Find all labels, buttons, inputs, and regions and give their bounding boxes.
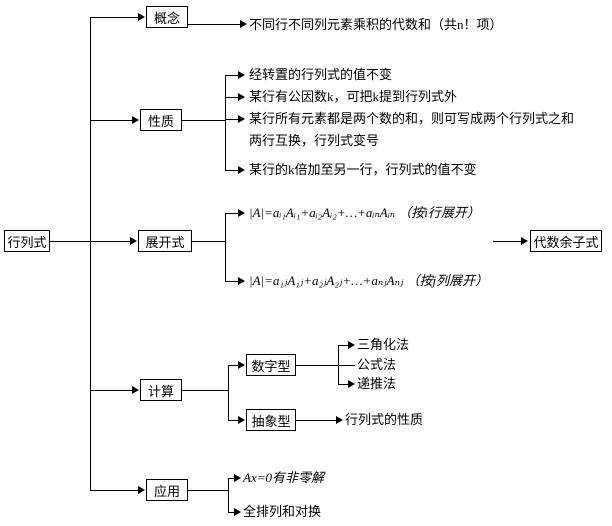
property-leaf-4: 两行互换，行列式变号 (249, 133, 380, 148)
connector-line (338, 345, 348, 346)
arrowhead-icon (138, 13, 145, 21)
arrowhead-icon (238, 209, 245, 217)
arrowhead-icon (521, 237, 528, 245)
connector-line (188, 490, 228, 491)
arrowhead-icon (234, 508, 241, 516)
connector-line (225, 170, 238, 171)
arrowhead-icon (238, 166, 245, 174)
bracket-line (228, 365, 229, 420)
arrowhead-icon (348, 380, 355, 388)
arrowhead-icon (130, 237, 137, 245)
arrowhead-icon (238, 71, 245, 79)
connector-line (188, 24, 240, 25)
arrowhead-icon (132, 116, 139, 124)
arrowhead-icon (238, 115, 245, 123)
connector-line (90, 390, 132, 391)
connector-line (228, 365, 238, 366)
node-abstract-type: 抽象型 (246, 409, 296, 431)
connector-line (225, 281, 238, 282)
property-leaf-3: 某行所有元素都是两个数的和，则可写成两个行列式之和 (249, 111, 575, 126)
connector-line (50, 241, 90, 242)
trunk-line (90, 17, 91, 490)
arrowhead-icon (348, 341, 355, 349)
arrowhead-icon (240, 20, 247, 28)
connector-line (90, 120, 132, 121)
arrowhead-icon (238, 277, 245, 285)
method-leaf-2: 公式法 (357, 357, 397, 372)
connector-line (296, 420, 336, 421)
connector-line (90, 241, 130, 242)
connector-line (225, 97, 238, 98)
node-properties: 性质 (140, 109, 182, 131)
node-application: 应用 (146, 479, 188, 501)
connector-line (90, 490, 138, 491)
connector-line (228, 512, 234, 513)
application-leaf-2: 全排列和对换 (243, 504, 322, 519)
arrowhead-icon (138, 486, 145, 494)
bracket-line (338, 345, 339, 384)
bracket-line (225, 75, 226, 170)
arrowhead-icon (234, 474, 241, 482)
node-cofactor: 代数余子式 (530, 230, 602, 252)
application-leaf-1: Ax=0有非零解 (243, 470, 324, 485)
concept-leaf: 不同行不同列元素乘积的代数和（共n！项） (249, 17, 503, 32)
arrowhead-icon (336, 416, 343, 424)
node-calculation: 计算 (140, 379, 182, 401)
property-leaf-1: 经转置的行列式的值不变 (249, 67, 393, 82)
connector-line (228, 420, 238, 421)
property-leaf-5: 某行的k倍加至另一行，行列式的值不变 (249, 162, 477, 177)
abstract-leaf: 行列式的性质 (345, 412, 424, 427)
node-expansion: 展开式 (138, 230, 192, 252)
arrowhead-icon (238, 416, 245, 424)
node-concept: 概念 (146, 6, 188, 28)
col-expansion-formula: |A|=a₁ⱼA₁ⱼ+a₂ⱼA₂ⱼ+…+aₙⱼAₙⱼ （按j列展开） (249, 273, 489, 288)
connector-line (182, 390, 228, 391)
bracket-line (228, 478, 229, 512)
connector-line (493, 241, 521, 242)
connector-line (225, 75, 238, 76)
connector-line (225, 119, 238, 120)
connector-line (228, 478, 234, 479)
connector-line (225, 213, 238, 214)
connector-line (296, 365, 355, 366)
row-expansion-formula: |A|=aᵢ₁Aᵢ₁+aᵢ₂Aᵢ₂+…+aᵢₙAᵢₙ （按i行展开） (249, 205, 480, 220)
arrowhead-icon (238, 93, 245, 101)
property-leaf-2: 某行有公因数k，可把k提到行列式外 (249, 89, 458, 104)
connector-line (90, 17, 138, 18)
node-numeric-type: 数字型 (246, 354, 296, 376)
bracket-line (225, 213, 226, 281)
connector-line (338, 384, 348, 385)
connector-line (182, 120, 225, 121)
method-leaf-3: 递推法 (357, 376, 397, 391)
method-leaf-1: 三角化法 (357, 337, 410, 352)
arrowhead-icon (238, 361, 245, 369)
arrowhead-icon (132, 386, 139, 394)
connector-line (192, 241, 225, 242)
node-determinant: 行列式 (4, 230, 50, 252)
